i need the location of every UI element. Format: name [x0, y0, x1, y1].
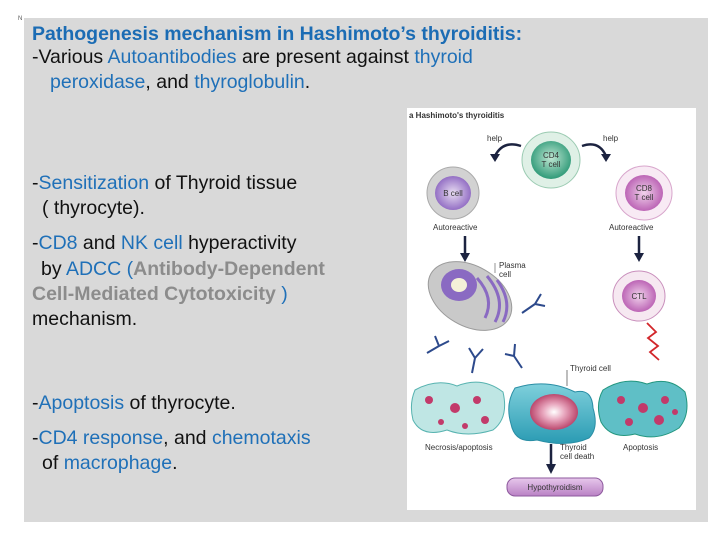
text-segment: of: [42, 452, 64, 474]
hashimoto-diagram: a Hashimoto's thyroiditis CD4 T cell hel…: [407, 108, 696, 510]
bullet-line: Cell-Mediated Cytotoxicity ): [32, 282, 288, 306]
help-arrow-left-icon: [493, 143, 522, 157]
apoptotic-cell: [597, 380, 688, 438]
text-segment: -: [32, 392, 39, 414]
antibody-icon: [426, 293, 546, 374]
bullet-line: mechanism.: [32, 307, 137, 331]
svg-text:T cell: T cell: [635, 193, 654, 202]
bullet-line: of macrophage.: [42, 451, 178, 475]
text-segment: Antibody-Dependent: [133, 258, 325, 280]
bullet-line: -Apoptosis of thyrocyte.: [32, 391, 236, 415]
ctl-cell: CTL: [612, 270, 666, 322]
text-segment: CD4 response: [38, 427, 164, 449]
text-segment: mechanism.: [32, 308, 138, 330]
text-segment: Autoantibodies: [107, 46, 237, 68]
thyroid-cell-label: Thyroid cell: [570, 364, 611, 373]
text-segment: NK cell: [120, 232, 183, 254]
svg-text:Plasma: Plasma: [499, 261, 526, 270]
bullet-line: ( thyrocyte).: [42, 196, 145, 220]
text-segment: .: [172, 452, 178, 474]
text-segment: CD8: [38, 232, 78, 254]
necrosis-label: Necrosis/apoptosis: [425, 443, 493, 452]
bullet-line: -CD4 response, and chemotaxis: [32, 426, 311, 450]
text-segment: hyperactivity: [182, 232, 297, 254]
svg-text:cell: cell: [499, 270, 511, 279]
text-segment: (: [121, 258, 134, 280]
text-segment: Cell-Mediated Cytotoxicity: [32, 283, 282, 305]
hypothyroidism-box: Hypothyroidism: [506, 477, 604, 497]
text-segment: of Thyroid tissue: [149, 172, 298, 194]
bullet-line: -CD8 and NK cell hyperactivity: [32, 231, 296, 255]
svg-text:T cell: T cell: [542, 160, 561, 169]
necrosis-cell: [410, 381, 506, 435]
autoreactive-right: Autoreactive: [609, 223, 654, 232]
cd4-t-cell: CD4 T cell: [521, 131, 581, 189]
cd8-t-cell: CD8 T cell: [615, 165, 673, 221]
text-segment: Apoptosis: [38, 392, 125, 414]
b-cell: B cell: [426, 166, 480, 220]
text-segment: ( thyrocyte).: [42, 197, 145, 219]
bullet-line: -Various Autoantibodies are present agai…: [32, 45, 473, 69]
text-segment: -Various: [32, 46, 108, 68]
text-segment: chemotaxis: [211, 427, 311, 449]
svg-text:CD8: CD8: [636, 184, 653, 193]
text-segment: peroxidase: [50, 71, 146, 93]
text-segment: thyroglobulin: [194, 71, 305, 93]
text-segment: thyroid: [414, 46, 473, 68]
text-segment: -: [32, 232, 39, 254]
cell-death-label-2: cell death: [560, 452, 594, 461]
text-segment: , and: [163, 427, 212, 449]
help-arrow-right-icon: [581, 143, 608, 157]
bullet-line: peroxidase, and thyroglobulin.: [50, 70, 310, 94]
cytotoxic-bolt-icon: [646, 322, 660, 361]
autoreactive-left: Autoreactive: [433, 223, 478, 232]
text-segment: macrophage: [63, 452, 173, 474]
text-segment: ADCC: [65, 258, 122, 280]
text-segment: .: [304, 71, 311, 93]
svg-text:CTL: CTL: [631, 292, 647, 301]
slide-marker: N: [18, 16, 23, 22]
text-segment: -: [32, 427, 39, 449]
help-label-right: help: [603, 134, 619, 143]
help-label-left: help: [487, 134, 503, 143]
text-segment: ): [281, 283, 288, 305]
text-segment: and: [77, 232, 121, 254]
svg-text:Hypothyroidism: Hypothyroidism: [527, 483, 582, 492]
text-segment: by: [41, 258, 66, 280]
text-segment: -: [32, 172, 39, 194]
bullet-line: by ADCC (Antibody-Dependent: [41, 257, 325, 281]
text-segment: , and: [145, 71, 195, 93]
apoptosis-label: Apoptosis: [623, 443, 658, 452]
text-segment: Sensitization: [38, 172, 150, 194]
text-segment: are present against: [236, 46, 415, 68]
svg-text:B cell: B cell: [443, 189, 463, 198]
plasma-cell: Plasma cell: [427, 261, 526, 331]
diagram-title: a Hashimoto's thyroiditis: [409, 111, 505, 120]
thyroid-cell: Thyroid cell: [508, 364, 611, 444]
svg-text:CD4: CD4: [543, 151, 560, 160]
slide-title: Pathogenesis mechanism in Hashimoto’s th…: [32, 23, 523, 45]
bullet-line: -Sensitization of Thyroid tissue: [32, 171, 297, 195]
text-segment: of thyrocyte.: [124, 392, 236, 414]
cell-death-label-1: Thyroid: [560, 443, 587, 452]
